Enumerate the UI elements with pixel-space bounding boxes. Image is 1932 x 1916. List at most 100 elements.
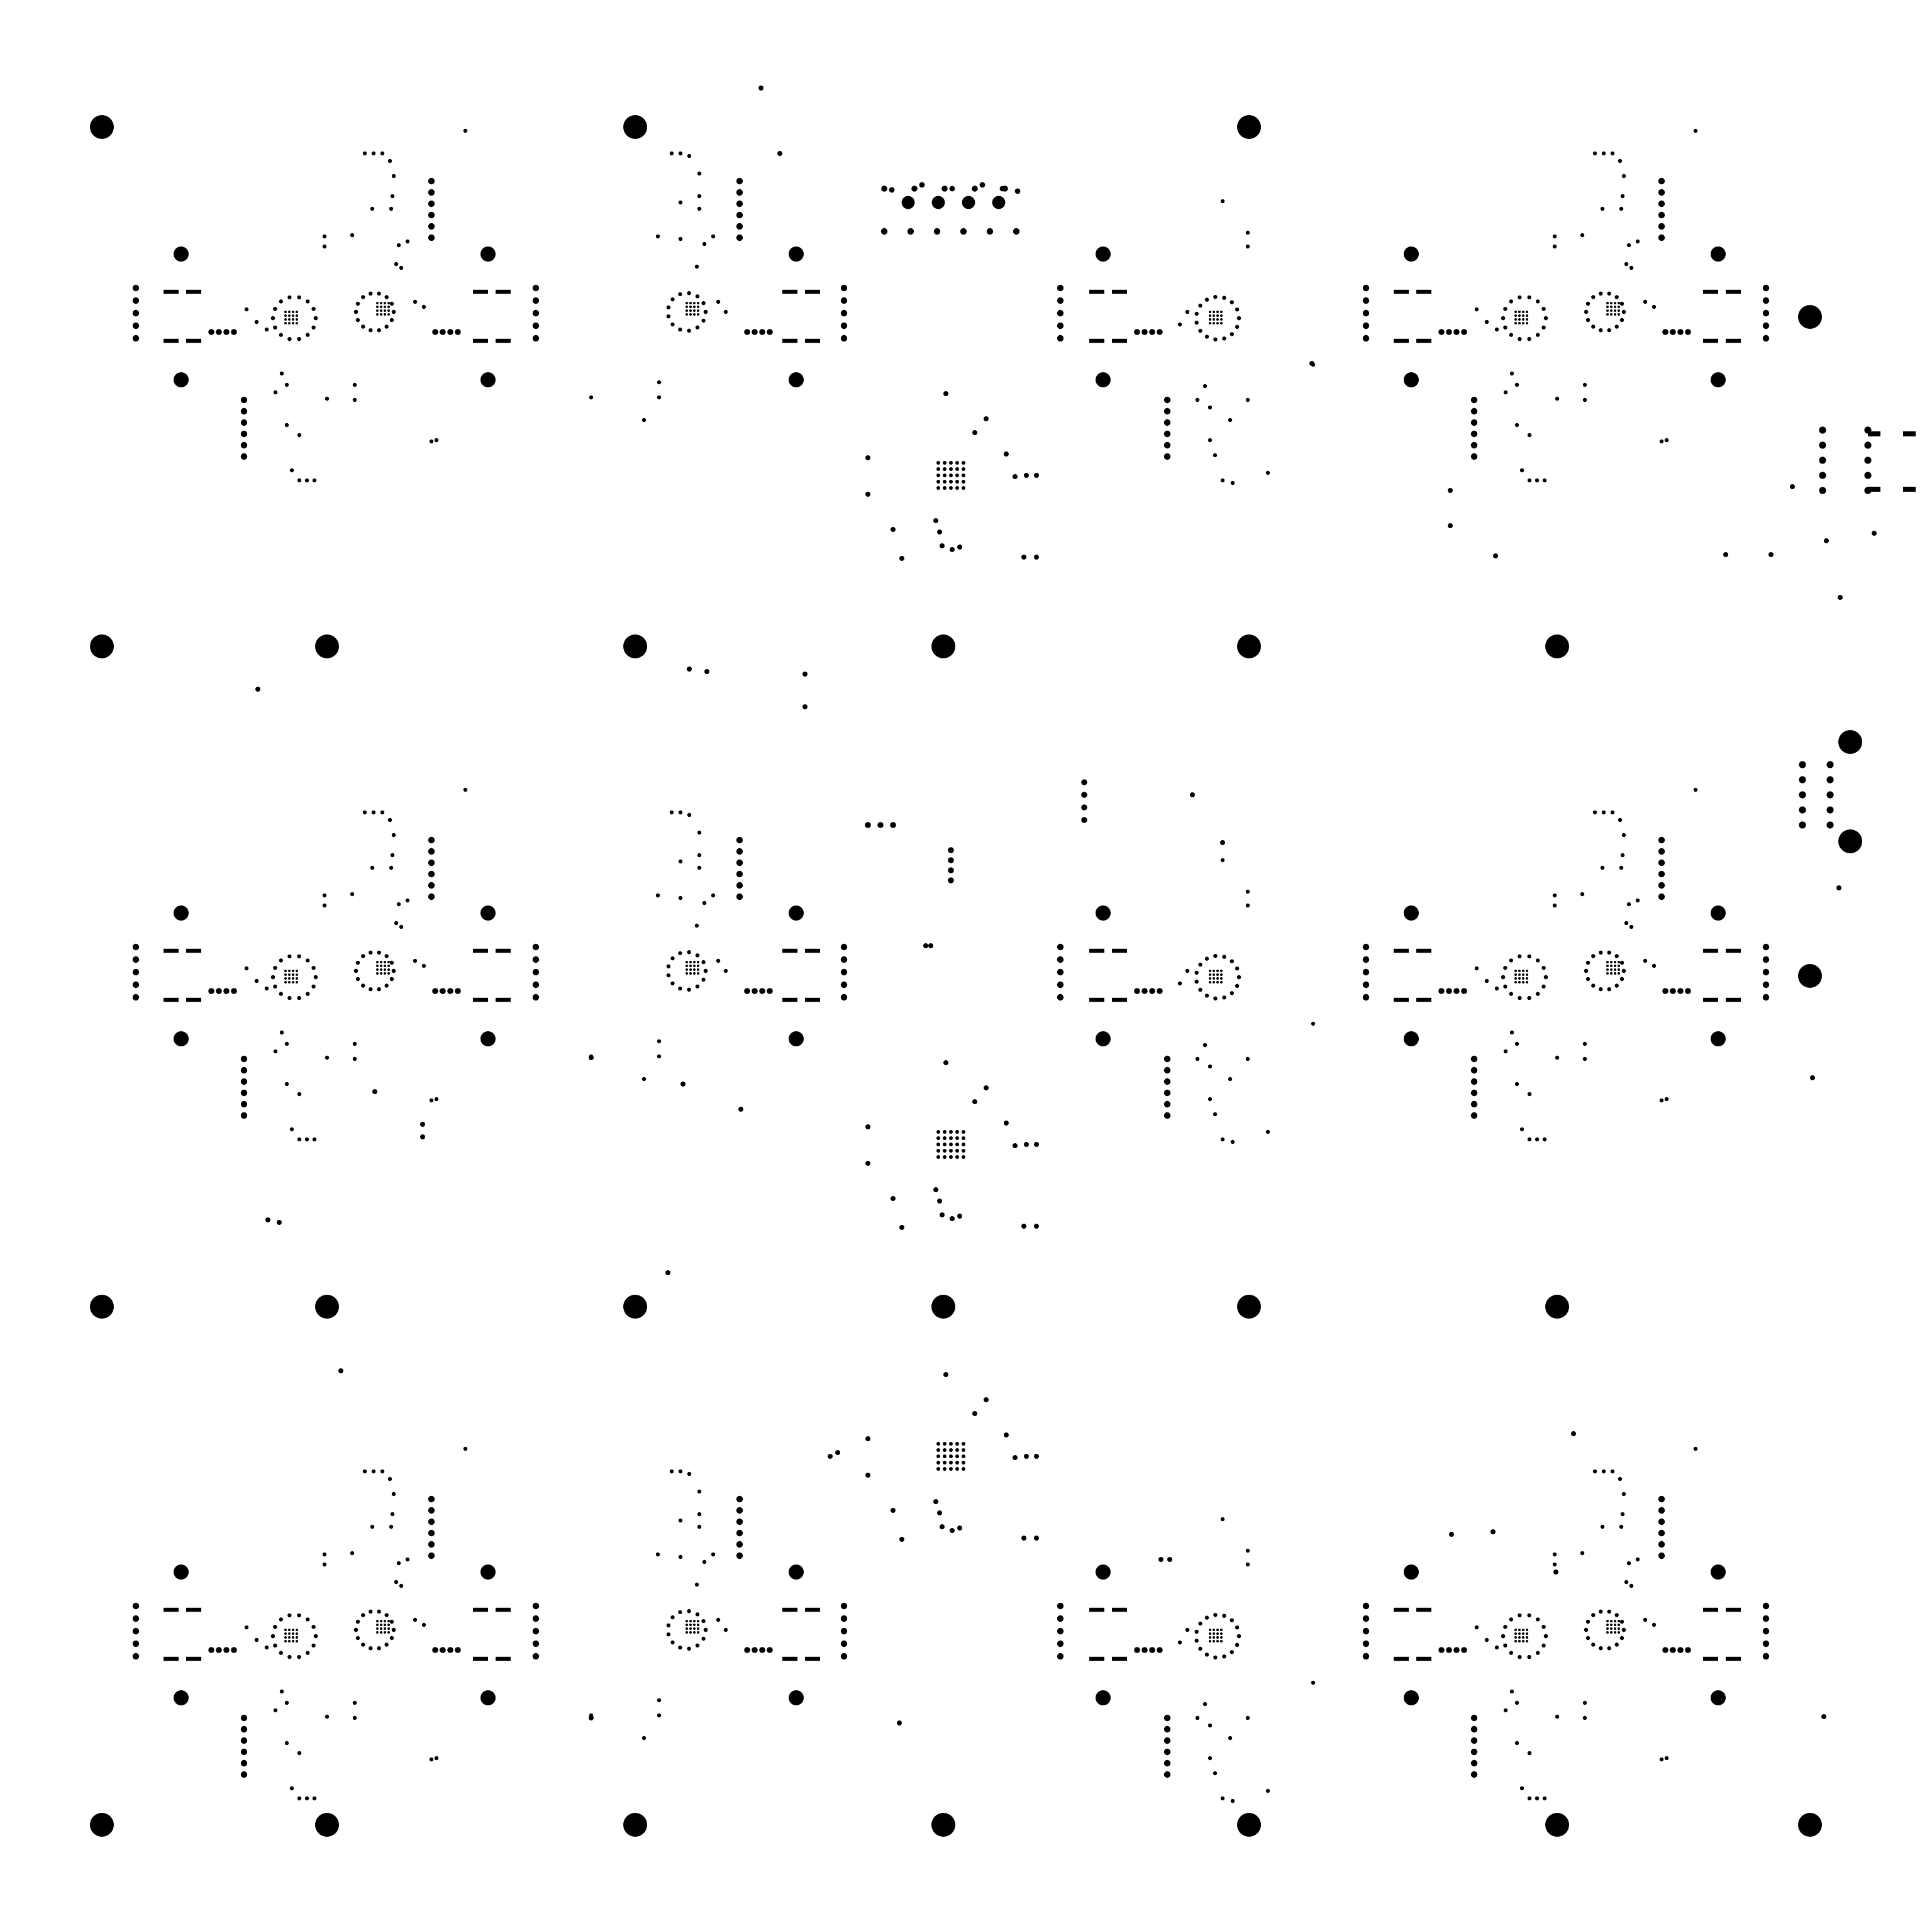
via-array	[693, 1620, 696, 1622]
pin-header	[216, 988, 222, 994]
via-array	[693, 306, 696, 308]
via-array	[943, 1467, 947, 1471]
trace-via	[1626, 1561, 1631, 1566]
pin-header	[1470, 1100, 1478, 1108]
ic-ring	[1236, 975, 1241, 980]
trace-via	[273, 390, 278, 395]
ic-ring	[361, 983, 365, 988]
via-array	[284, 311, 287, 313]
slot-pad	[805, 289, 820, 294]
pin-header	[532, 335, 540, 342]
pin-header	[1826, 791, 1834, 799]
slot-pad	[1112, 1656, 1127, 1661]
ic-ring	[1501, 975, 1506, 980]
trace-via	[1664, 1097, 1669, 1102]
trace-via	[678, 810, 683, 815]
ic-ring	[1536, 333, 1540, 337]
via-array	[292, 970, 294, 972]
trace-via	[657, 395, 662, 400]
trace-via	[362, 151, 367, 156]
via-array	[1514, 973, 1517, 976]
pin-header	[1470, 1078, 1478, 1085]
via-array	[962, 1454, 965, 1458]
trace-via	[1643, 958, 1648, 963]
trace-via	[244, 1625, 249, 1630]
pin-header	[1470, 1714, 1478, 1722]
pin-header	[840, 1640, 848, 1647]
via-array	[1220, 314, 1223, 317]
trace-via	[1535, 478, 1540, 483]
via-array	[296, 973, 298, 976]
pin-header	[1057, 297, 1064, 304]
trace-via	[1580, 892, 1585, 897]
ic-ring	[311, 325, 316, 329]
connector-pad	[931, 196, 945, 209]
via-array	[384, 302, 386, 304]
ic-ring	[1235, 1642, 1240, 1647]
ic-ring	[297, 1613, 301, 1618]
ic-ring	[270, 316, 275, 321]
ic-ring	[1235, 966, 1240, 971]
slot-pad	[186, 997, 201, 1002]
trace-via	[1265, 1129, 1270, 1134]
trace-via	[264, 327, 269, 332]
via-array	[376, 961, 379, 963]
ic-ring	[670, 1615, 675, 1620]
via-array	[943, 1136, 947, 1140]
slot-pad	[1394, 948, 1409, 953]
ic-ring	[1543, 1634, 1548, 1639]
via-array	[1614, 965, 1616, 967]
ic-ring	[353, 968, 358, 973]
ic-ring	[353, 1627, 358, 1632]
via-array	[693, 302, 696, 304]
trace-via	[1582, 1715, 1587, 1720]
via-array	[1213, 977, 1215, 980]
ic-ring	[1599, 1609, 1603, 1614]
trace-via	[723, 968, 728, 973]
via-array	[686, 306, 688, 308]
pin-header	[1677, 988, 1684, 994]
ic-ring	[1541, 325, 1546, 329]
pin-header	[428, 1541, 435, 1548]
pin-header	[1685, 1647, 1691, 1653]
via-array	[1526, 970, 1528, 972]
trace-via	[937, 1510, 942, 1515]
slot-pad	[1394, 338, 1409, 343]
pin-header	[877, 822, 884, 828]
via-array	[1209, 981, 1211, 983]
via-array	[376, 309, 379, 312]
pin-header	[1470, 419, 1478, 426]
trace-via	[1034, 1454, 1039, 1459]
pin-header	[428, 870, 435, 878]
ic-ring	[1235, 324, 1240, 329]
tooling-hole	[90, 634, 114, 658]
ic-ring	[1213, 996, 1218, 1001]
mounting-hole	[480, 905, 496, 921]
ic-ring	[389, 1619, 394, 1624]
ic-ring	[355, 977, 360, 982]
slot-pad	[186, 948, 201, 953]
trace-via	[1245, 903, 1250, 908]
pin-header	[1163, 396, 1171, 404]
ic-ring	[1230, 1618, 1235, 1622]
ic-ring	[1235, 983, 1240, 988]
via-array	[1216, 314, 1219, 317]
connector-pin	[1014, 188, 1021, 194]
via-array	[384, 1620, 386, 1622]
ic-ring	[389, 1636, 394, 1641]
ic-ring	[1543, 316, 1548, 321]
ic-ring	[678, 951, 682, 956]
ic-ring	[687, 1646, 691, 1651]
trace-via	[1311, 1680, 1316, 1685]
trace-via	[865, 1124, 870, 1129]
trace-via	[1034, 1224, 1039, 1229]
pin-header	[1658, 1552, 1665, 1559]
tooling-hole	[1545, 1813, 1569, 1837]
trace-via	[1635, 239, 1640, 244]
via-array	[936, 1149, 940, 1153]
trace-via	[254, 978, 259, 983]
pin-header	[240, 1112, 248, 1119]
ic-ring	[1235, 1625, 1240, 1630]
via-array	[1606, 972, 1609, 975]
